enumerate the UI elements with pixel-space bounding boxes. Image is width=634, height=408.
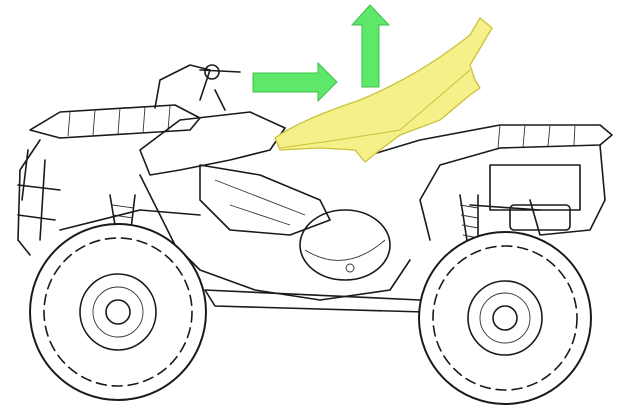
seat-highlight [274, 17, 493, 163]
arrow-up-icon [350, 4, 391, 88]
front-wheel [29, 223, 207, 401]
arrow-right-icon [252, 61, 338, 103]
rear-wheel [418, 231, 592, 405]
atv-body [17, 64, 613, 313]
